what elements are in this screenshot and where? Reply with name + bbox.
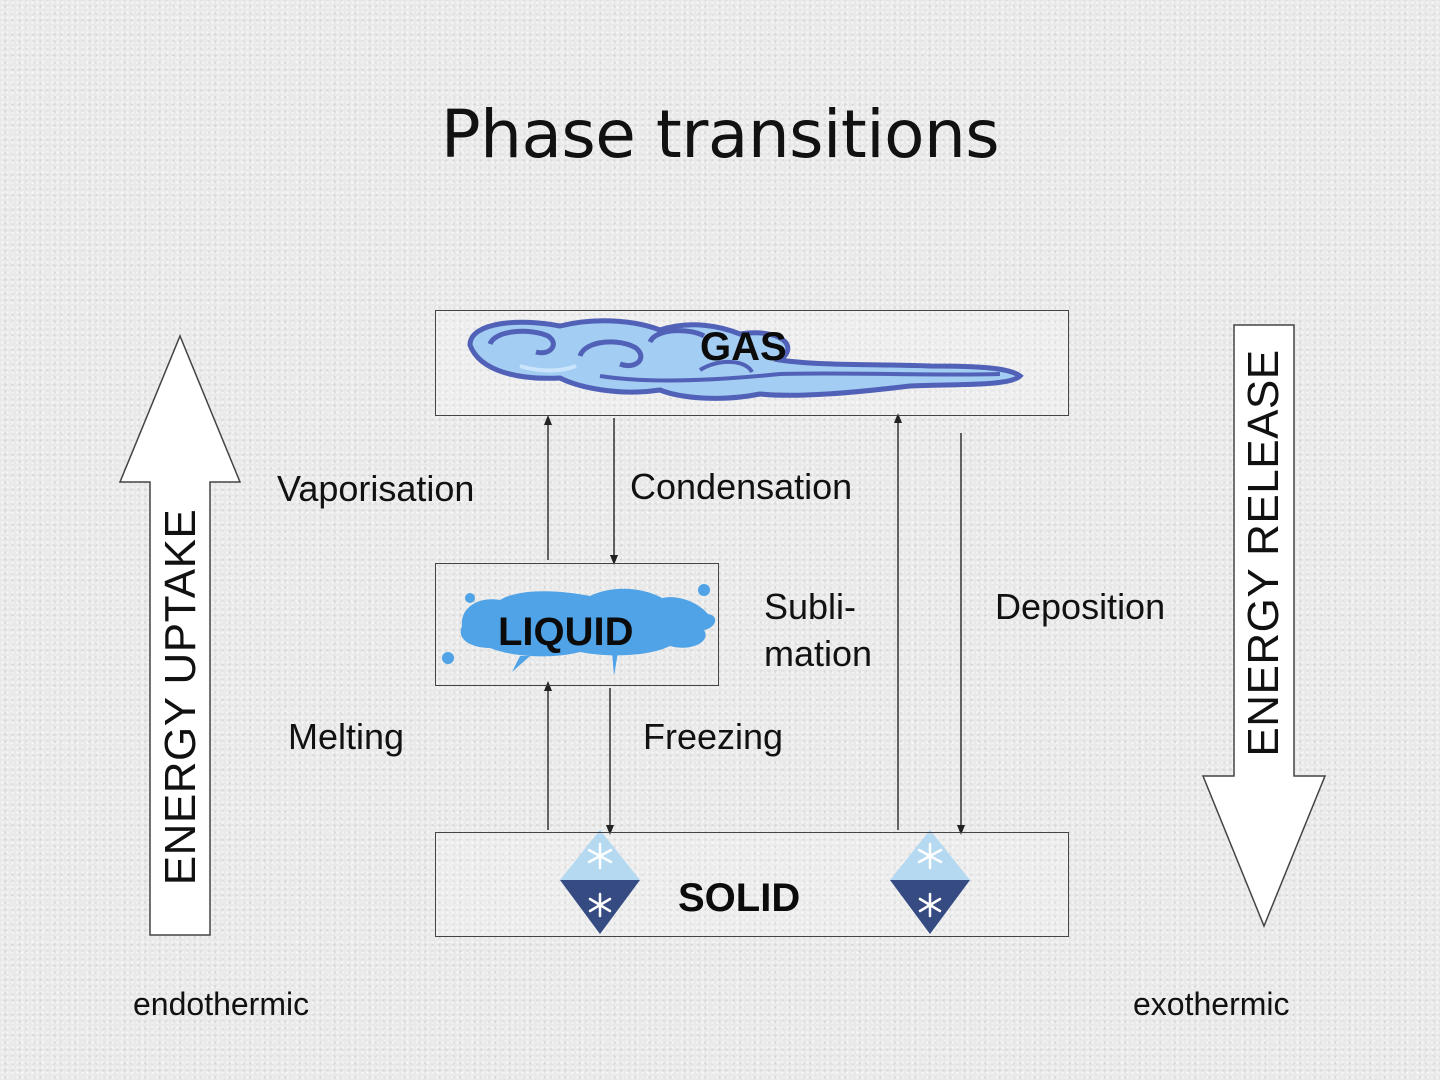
energy-release-arrow: [1201, 324, 1327, 928]
endothermic-label: endothermic: [133, 986, 310, 1022]
energy-uptake-arrow: [118, 334, 242, 936]
liquid-label: LIQUID: [498, 610, 634, 654]
liquid-box: [435, 563, 719, 686]
freezing-label: Freezing: [643, 716, 784, 757]
vaporisation-label: Vaporisation: [277, 468, 475, 509]
sublimation-label: Subli- mation: [764, 584, 872, 678]
melting-label: Melting: [288, 716, 405, 757]
deposition-label: Deposition: [995, 586, 1166, 627]
gas-cloud-icon: [467, 318, 1024, 401]
sublimation-label-line2: mation: [764, 632, 873, 674]
gas-box: [435, 310, 1069, 416]
condensation-label: Condensation: [630, 466, 853, 507]
ice-crystal-icon: [560, 830, 640, 934]
solid-label: SOLID: [678, 876, 801, 920]
solid-box: [435, 832, 1069, 937]
sublimation-label-line1: Subli-: [764, 586, 857, 627]
gas-label: GAS: [700, 325, 787, 369]
ice-crystal-icon: [890, 830, 970, 934]
energy-release-label: ENERGY RELEASE: [1239, 349, 1288, 757]
energy-uptake-label: ENERGY UPTAKE: [156, 508, 205, 886]
exothermic-label: exothermic: [1133, 986, 1290, 1022]
liquid-splash-icon: [442, 584, 716, 676]
page-title: Phase transitions: [440, 96, 1000, 173]
